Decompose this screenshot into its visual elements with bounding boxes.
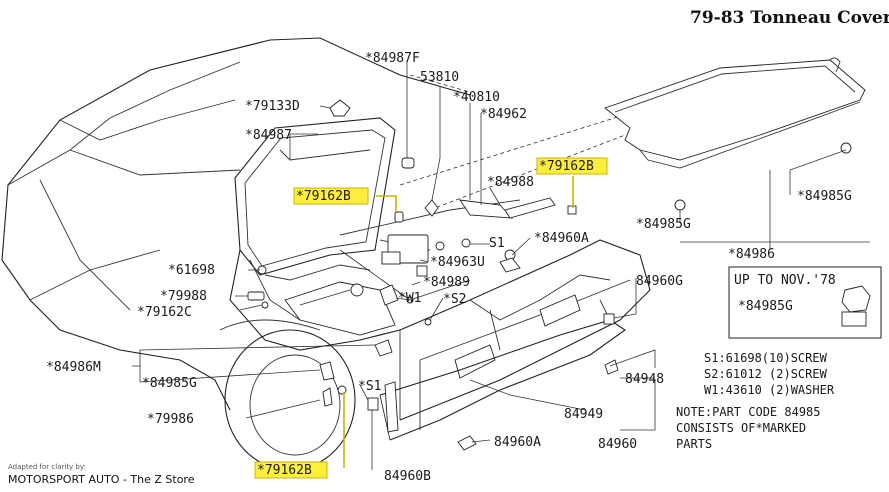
label-84960G: 84960G bbox=[636, 274, 683, 289]
label-84948: 84948 bbox=[625, 372, 664, 387]
label-79162B-bottom: *79162B bbox=[257, 463, 312, 478]
legend-w1: W1:43610 (2)WASHER bbox=[704, 383, 835, 397]
legend-s2: S2:61012 (2)SCREW bbox=[704, 367, 828, 381]
label-79162B-mid: *79162B bbox=[296, 189, 351, 204]
label-84960A-top: *84960A bbox=[534, 231, 589, 246]
label-84989: *84989 bbox=[423, 275, 470, 290]
note-line-1: NOTE:PART CODE 84985 bbox=[676, 405, 821, 419]
diagram-title: 79-83 Tonneau Cover bbox=[690, 8, 889, 28]
label-79162C: *79162C bbox=[137, 305, 192, 320]
small-parts bbox=[247, 99, 852, 451]
label-W1: *W1 bbox=[398, 291, 421, 306]
label-84986M: *84986M bbox=[46, 360, 101, 375]
label-84960A-bottom: 84960A bbox=[494, 435, 541, 450]
label-84986: *84986 bbox=[728, 247, 775, 262]
label-79988: *79988 bbox=[160, 289, 207, 304]
car-body-outline bbox=[1, 37, 651, 471]
leader-lines bbox=[132, 62, 870, 470]
label-61698: *61698 bbox=[168, 263, 215, 278]
label-84987F: *84987F bbox=[365, 51, 420, 66]
inset-box bbox=[728, 266, 882, 339]
label-S1-b: *S1 bbox=[358, 379, 381, 394]
credit-line-1: Adapted for clarity by: bbox=[8, 463, 86, 471]
label-S2: *S2 bbox=[443, 292, 466, 307]
note-line-2: CONSISTS OF*MARKED bbox=[676, 421, 806, 435]
credit-line-2: MOTORSPORT AUTO - The Z Store bbox=[8, 473, 195, 486]
legend-s1: S1:61698(10)SCREW bbox=[704, 351, 828, 365]
label-84988: *84988 bbox=[487, 175, 534, 190]
label-84963U: *84963U bbox=[430, 255, 485, 270]
tonneau-cover-panel bbox=[604, 57, 866, 169]
label-84962: *84962 bbox=[480, 107, 527, 122]
label-84985G-left: *84985G bbox=[142, 376, 197, 391]
label-84987: *84987 bbox=[245, 128, 292, 143]
label-79162B-top: *79162B bbox=[539, 159, 594, 174]
label-84949: 84949 bbox=[564, 407, 603, 422]
label-53810: 53810 bbox=[420, 70, 459, 85]
inset-part-label: *84985G bbox=[738, 299, 793, 314]
label-84960: 84960 bbox=[598, 437, 637, 452]
label-40810: *40810 bbox=[453, 90, 500, 105]
label-84985G-mid: *84985G bbox=[636, 217, 691, 232]
highlight-leaders bbox=[343, 176, 574, 468]
highlight-79162B-mid bbox=[293, 187, 369, 205]
inset-header: UP TO NOV.'78 bbox=[734, 273, 836, 288]
label-84960B: 84960B bbox=[384, 469, 431, 484]
note-line-3: PARTS bbox=[676, 437, 712, 451]
label-79133D: *79133D bbox=[245, 99, 300, 114]
label-84985G-right: *84985G bbox=[797, 189, 852, 204]
highlight-79162B-bottom bbox=[254, 461, 328, 479]
label-S1-a: S1 bbox=[489, 236, 505, 251]
label-79986: *79986 bbox=[147, 412, 194, 427]
highlight-79162B-top bbox=[536, 157, 608, 175]
